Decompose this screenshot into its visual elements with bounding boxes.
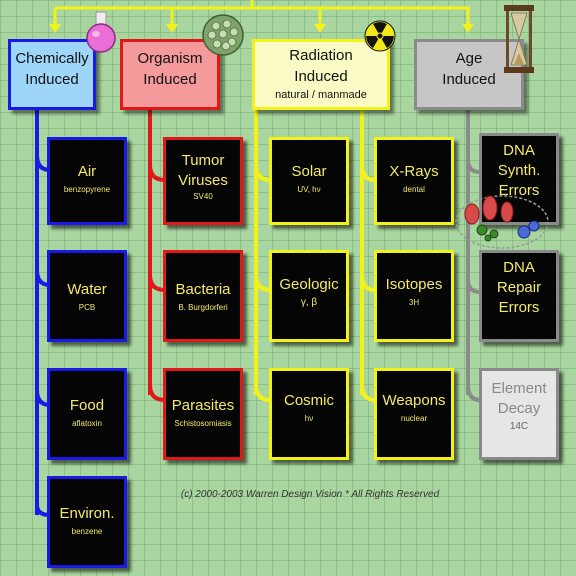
box-tumor-sub: SV40 (193, 192, 213, 201)
box-water: Water PCB (47, 250, 127, 342)
box-parasites-sub: Schistosomiasis (174, 419, 232, 428)
virus-icon (202, 14, 244, 56)
box-isotopes-title: Isotopes (385, 276, 443, 293)
box-environ-title: Environ. (59, 505, 115, 522)
box-dna-repair-title1: DNA (503, 259, 535, 276)
box-geologic-title: Geologic (279, 276, 339, 293)
box-isotopes: Isotopes 3H (374, 250, 454, 342)
top-connector (53, 0, 470, 28)
box-element-decay: Element Decay 14C (479, 368, 559, 460)
organism-branch (148, 110, 166, 402)
box-tumor-viruses: Tumor Viruses SV40 (163, 137, 243, 225)
box-dna-repair-title2: Repair (496, 279, 542, 296)
category-age-induced: Age Induced (414, 39, 524, 110)
box-geologic-sub: γ, β (300, 297, 318, 308)
box-cosmic: Cosmic hν (269, 368, 349, 460)
box-element-title1: Element (491, 380, 547, 397)
box-cosmic-title: Cosmic (283, 392, 334, 409)
box-cosmic-sub: hν (304, 414, 314, 423)
box-xrays-title: X-Rays (389, 163, 439, 180)
category-radiation-line1: Radiation (289, 47, 353, 64)
box-weapons: Weapons nuclear (374, 368, 454, 460)
category-organism-line1: Organism (137, 50, 203, 67)
box-air: Air benzopyrene (47, 137, 127, 225)
copyright-text: (c) 2000-2003 Warren Design Vision * All… (180, 489, 440, 500)
box-dna-synth-title1: DNA (503, 142, 535, 159)
box-food-title: Food (69, 397, 105, 414)
box-weapons-sub: nuclear (400, 414, 428, 423)
box-xrays: X-Rays dental (374, 137, 454, 225)
box-bacteria-title: Bacteria (175, 281, 231, 298)
category-age-line1: Age (455, 50, 483, 67)
box-isotopes-sub: 3H (408, 298, 420, 307)
box-solar-title: Solar (291, 163, 327, 180)
hourglass-icon (504, 5, 534, 73)
box-dna-synth-title3: Errors (498, 182, 540, 199)
category-organism-induced: Organism Induced (120, 39, 220, 110)
box-dna-repair-title3: Errors (498, 299, 540, 316)
flask-icon (86, 11, 116, 53)
box-xrays-sub: dental (403, 185, 425, 194)
category-age-line2: Induced (442, 71, 496, 88)
box-food: Food aflatoxin (47, 368, 127, 460)
box-bacteria-sub: B. Burgdorferi (178, 303, 228, 312)
age-branch (466, 110, 481, 402)
category-radiation-induced: Radiation Induced natural / manmade (252, 39, 390, 110)
category-organism-line2: Induced (143, 71, 197, 88)
radiation-branch (254, 110, 376, 402)
box-air-sub: benzopyrene (63, 185, 111, 194)
category-chemical-line2: Induced (25, 71, 79, 88)
box-water-title: Water (67, 281, 107, 298)
box-environ-sub: benzene (71, 527, 103, 536)
box-parasites-title: Parasites (171, 397, 235, 414)
box-solar-sub: UV, hν (297, 185, 321, 194)
box-dna-synth-title2: Synth. (497, 162, 541, 179)
category-radiation-line2: Induced (294, 68, 348, 85)
box-element-title2: Decay (497, 400, 541, 417)
box-parasites: Parasites Schistosomiasis (163, 368, 243, 460)
cell-icon (455, 195, 549, 249)
box-tumor-title1: Tumor (181, 152, 225, 169)
box-solar: Solar UV, hν (269, 137, 349, 225)
box-tumor-title2: Viruses (178, 172, 228, 189)
box-dna-repair-errors: DNA Repair Errors (479, 250, 559, 342)
radiation-icon (364, 20, 396, 52)
box-element-sub: 14C (509, 421, 529, 432)
box-bacteria: Bacteria B. Burgdorferi (163, 250, 243, 342)
box-environ: Environ. benzene (47, 476, 127, 568)
box-air-title: Air (77, 163, 97, 180)
category-chemical-line1: Chemically (15, 50, 89, 67)
box-food-sub: aflatoxin (72, 419, 102, 428)
box-water-sub: PCB (78, 303, 96, 312)
box-geologic: Geologic γ, β (269, 250, 349, 342)
category-chemically-induced: Chemically Induced (8, 39, 96, 110)
category-radiation-sub: natural / manmade (275, 89, 367, 101)
box-weapons-title: Weapons (382, 392, 446, 409)
